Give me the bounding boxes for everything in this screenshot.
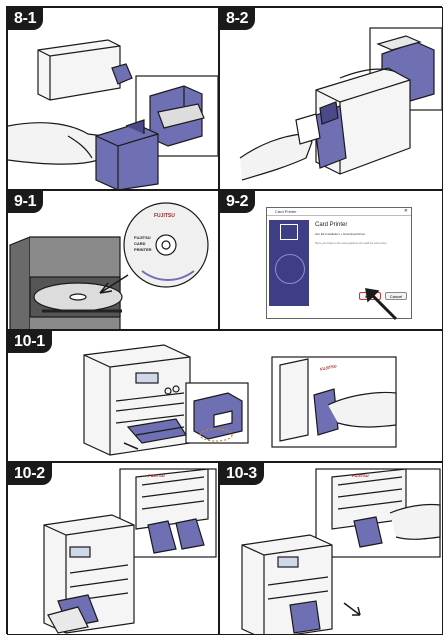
- cancel-button[interactable]: Cancel: [385, 292, 407, 300]
- panel-9-1: 9-1 FUJITSU FUJITSU: [7, 190, 219, 330]
- brand-icon: [280, 224, 298, 240]
- disc-line-1: FUJITSU: [134, 235, 151, 240]
- installer-window: Card Printer ✕ Card Printer Gör Ett Inst…: [266, 207, 412, 319]
- window-title: Card Printer: [275, 209, 297, 214]
- window-titlebar: Card Printer ✕: [267, 208, 411, 216]
- step-label: 10-1: [8, 331, 52, 353]
- installer-line-1: Gör Ett Installation + Download Driver: [315, 232, 366, 236]
- disc-brand: FUJITSU: [154, 213, 175, 219]
- illustration-output-tray-extended: [43, 468, 217, 634]
- globe-icon: [275, 254, 305, 284]
- instruction-sheet: 8-1: [6, 6, 443, 635]
- cursor-arrow-icon: [365, 288, 398, 321]
- panel-10-2: 10-2 FUJITSU: [7, 462, 219, 635]
- step-label: 9-1: [8, 191, 44, 213]
- step-label: 10-3: [220, 463, 264, 485]
- disc-line-2: CARD: [134, 241, 146, 246]
- illustration-insert-card-hopper: [239, 27, 442, 181]
- panel-9-2: 9-2 Card Printer ✕ Card Printer Gör Ett …: [219, 190, 443, 330]
- printer-brand: FUJITSU: [352, 473, 369, 478]
- step-label: 10-2: [8, 463, 52, 485]
- panel-10-1: 10-1: [7, 330, 443, 462]
- illustration-insert-driver-disc: [9, 202, 209, 329]
- step-label: 9-2: [220, 191, 256, 213]
- illustration-output-tray-closed: [241, 468, 441, 634]
- panel-10-3: 10-3 FUJITSU: [219, 462, 443, 635]
- installer-heading: Card Printer: [315, 222, 348, 228]
- illustration-open-output-tray: [83, 344, 397, 456]
- installer-sidebar-image: [269, 220, 309, 306]
- panel-8-2: 8-2: [219, 7, 443, 190]
- printer-brand: FUJITSU: [148, 473, 165, 478]
- close-icon[interactable]: ✕: [403, 208, 408, 214]
- panel-8-1: 8-1: [7, 7, 219, 190]
- step-label: 8-2: [220, 8, 256, 30]
- installer-line-2: Place your finger to the setup guidance …: [315, 242, 387, 245]
- disc-line-3: PRINTER: [134, 247, 152, 252]
- step-label: 8-1: [8, 8, 44, 30]
- illustration-remove-card-hopper: [8, 39, 218, 189]
